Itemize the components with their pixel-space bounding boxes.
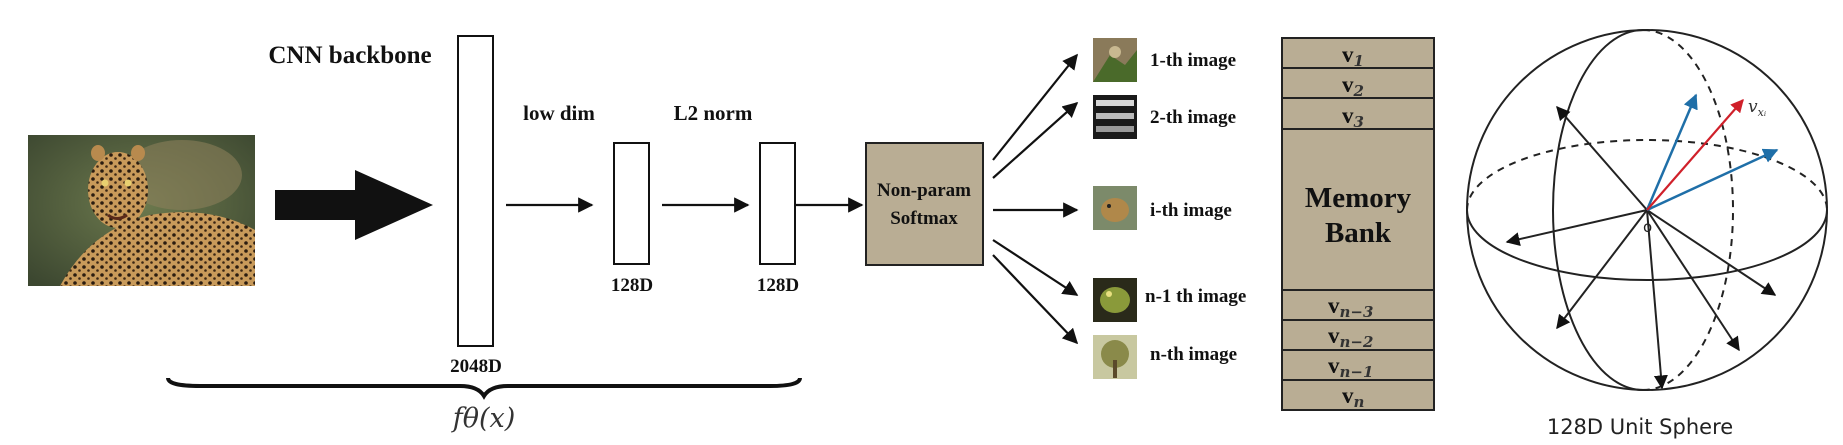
vector-upper-left	[1556, 105, 1648, 211]
memory-cell-n2	[1281, 319, 1435, 351]
vector-lower-right	[1646, 209, 1740, 352]
frog-photo-thumbnail	[1093, 278, 1137, 322]
cnn-backbone-label: CNN backbone	[268, 42, 431, 69]
vector-left	[1505, 209, 1648, 247]
softmax-box	[865, 142, 984, 266]
vector-blue-right	[1646, 148, 1779, 212]
dim-128-label-a: 128D	[611, 275, 653, 296]
vector-red-vx	[1646, 99, 1744, 211]
memory-cell-1	[1281, 37, 1435, 69]
arrow-image-2	[992, 101, 1079, 179]
equator-back	[1466, 139, 1828, 211]
memory-bank-body	[1281, 128, 1435, 291]
sphere-caption: 128D Unit Sphere	[1547, 415, 1733, 439]
image-label-n: n-th image	[1150, 344, 1237, 365]
origin-label: o	[1643, 218, 1652, 236]
arrow-image-n	[992, 254, 1079, 345]
image-label-n1: n-1 th image	[1145, 286, 1246, 307]
memory-cell-n3	[1281, 289, 1435, 321]
l2-norm-box	[759, 142, 796, 265]
memory-cell-3	[1281, 97, 1435, 130]
fanout-arrows	[992, 53, 1079, 345]
pattern-photo-thumbnail	[1093, 95, 1137, 139]
memory-cell-2	[1281, 67, 1435, 99]
vector-lower-left	[1556, 209, 1648, 330]
memory-bank: Memory Bank v1 v2 v3 vn−3 vn−2 vn−1 vn	[1281, 37, 1435, 411]
input-photo	[28, 135, 255, 286]
vx-label: vxᵢ	[1748, 97, 1766, 119]
memory-vec-n2: vn−2	[1328, 323, 1373, 351]
rock-photo-thumbnail	[1093, 38, 1137, 82]
memory-bank-label-line1: Memory	[1305, 182, 1412, 214]
meridian-back	[1642, 29, 1734, 391]
unit-sphere: o vxᵢ	[1466, 29, 1828, 391]
arrow-image-n1	[992, 239, 1079, 296]
image-label-i: i-th image	[1150, 200, 1232, 221]
low-dim-label: low dim	[523, 101, 595, 125]
l2-norm-label: L2 norm	[674, 101, 753, 125]
vector-right	[1646, 209, 1777, 296]
meridian-front	[1552, 29, 1644, 391]
softmax-label-line2: Softmax	[890, 208, 958, 229]
dim-2048-label: 2048D	[450, 356, 502, 377]
vector-bottom	[1646, 209, 1668, 390]
softmax-label-line1: Non-param	[877, 180, 971, 201]
memory-vec-2: v2	[1342, 72, 1364, 100]
memory-vec-n1: vn−1	[1328, 353, 1373, 381]
arrow-image-1	[992, 53, 1078, 161]
low-dim-box	[613, 142, 650, 265]
memory-vec-1: v1	[1342, 42, 1364, 70]
memory-vec-n: vn	[1342, 383, 1364, 411]
memory-vec-n3: vn−3	[1328, 293, 1373, 321]
image-label-2: 2-th image	[1150, 107, 1236, 128]
dim-128-label-b: 128D	[757, 275, 799, 296]
feature-2048-box	[457, 35, 494, 347]
input-arrow	[275, 170, 433, 240]
backbone-brace	[166, 377, 802, 400]
animal-photo-thumbnail	[1093, 186, 1137, 230]
memory-bank-label-line2: Bank	[1325, 217, 1392, 249]
memory-cell-n	[1281, 379, 1435, 411]
vector-blue-upper	[1645, 93, 1698, 211]
equator-front	[1466, 209, 1828, 281]
f-theta-label: fθ(x)	[451, 403, 516, 434]
memory-vec-3: v3	[1342, 103, 1364, 131]
image-label-1: 1-th image	[1150, 50, 1236, 71]
tree-photo-thumbnail	[1093, 335, 1137, 379]
